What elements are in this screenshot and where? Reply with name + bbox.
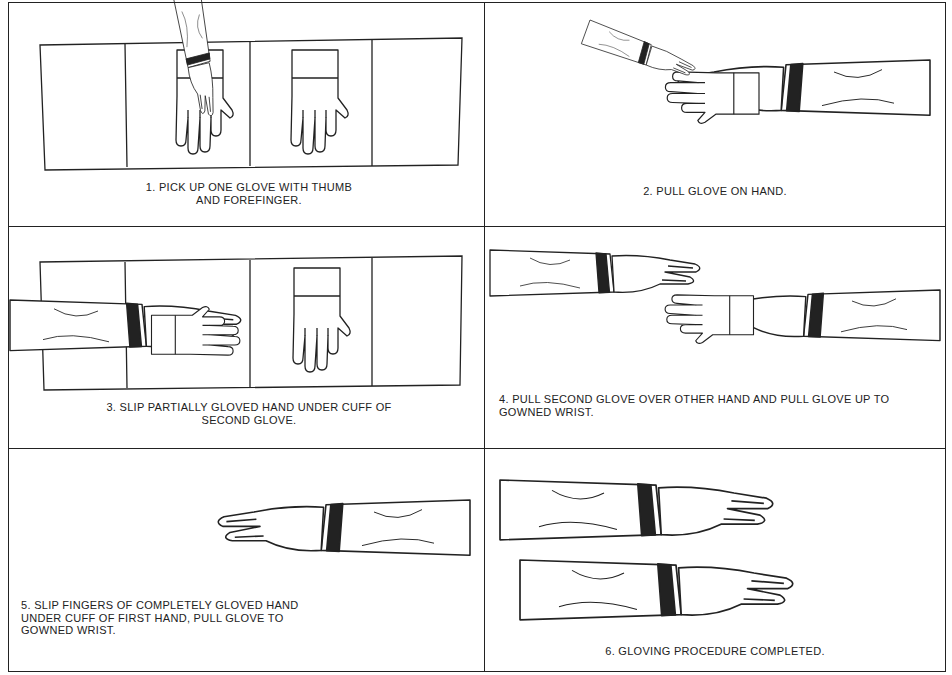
- arm: [500, 480, 773, 540]
- glove: [665, 295, 753, 344]
- step-caption: 1. PICK UP ONE GLOVE WITH THUMB AND FORE…: [139, 181, 359, 206]
- step-caption: 6. GLOVING PROCEDURE COMPLETED.: [575, 645, 855, 658]
- arm: [581, 20, 698, 83]
- step-caption: 5. SLIP FINGERS OF COMPLETELY GLOVED HAN…: [21, 599, 321, 637]
- step-caption: 4. PULL SECOND GLOVE OVER OTHER HAND AND…: [499, 393, 929, 418]
- step-panel: 6. GLOVING PROCEDURE COMPLETED.: [484, 448, 946, 672]
- glove: [291, 50, 348, 154]
- glove: [665, 72, 759, 123]
- arm: [490, 250, 700, 296]
- glove-wrapper: [40, 38, 462, 170]
- arm: [173, 0, 222, 119]
- step-panel: 3. SLIP PARTIALLY GLOVED HAND UNDER CUFF…: [8, 226, 485, 449]
- step-panel: 5. SLIP FINGERS OF COMPLETELY GLOVED HAN…: [8, 448, 485, 672]
- arm: [520, 560, 793, 620]
- glove: [152, 307, 240, 356]
- step-panel: 4. PULL SECOND GLOVE OVER OTHER HAND AND…: [484, 226, 946, 449]
- step-caption: 2. PULL GLOVE ON HAND.: [605, 185, 825, 198]
- step-panel: 2. PULL GLOVE ON HAND.: [484, 2, 946, 227]
- arm: [218, 500, 470, 555]
- step-caption: 3. SLIP PARTIALLY GLOVED HAND UNDER CUFF…: [99, 401, 399, 426]
- step-panel: 1. PICK UP ONE GLOVE WITH THUMB AND FORE…: [8, 2, 485, 227]
- glove: [293, 268, 350, 372]
